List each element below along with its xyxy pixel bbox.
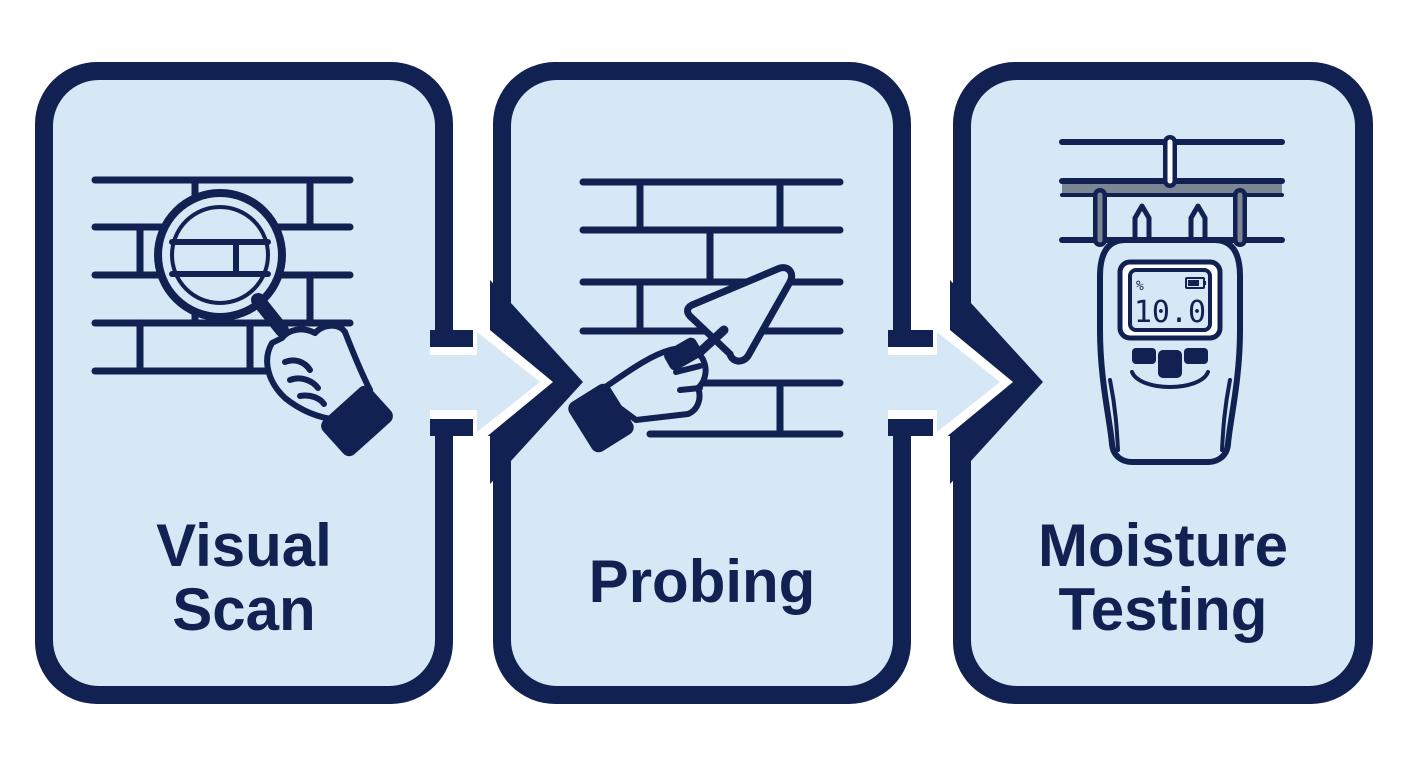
meter-unit-symbol: % <box>1136 279 1144 294</box>
moisture-meter-icon <box>1059 135 1285 465</box>
trowel-on-brick-wall-icon <box>568 178 844 453</box>
step-label-line: Scan <box>172 576 316 643</box>
trowel-icon <box>684 264 796 365</box>
arrow-right-icon <box>888 280 1043 484</box>
hand-icon <box>264 322 393 457</box>
step-label-probing: Probing <box>511 550 893 614</box>
meter-screen <box>1117 259 1223 341</box>
hand-icon <box>568 337 709 453</box>
magnifying-glass-icon <box>154 189 289 337</box>
meter-buttons <box>1132 348 1208 378</box>
magnifying-glass-on-brick-wall-icon <box>91 176 393 457</box>
step-label-line: Probing <box>588 548 816 615</box>
step-label-line: Testing <box>1058 576 1268 643</box>
meter-reading: 10.0 <box>1134 295 1206 330</box>
step-label-line: Moisture <box>1037 512 1289 579</box>
arrow-right-icon <box>430 280 583 484</box>
step-label-line: Visual <box>156 512 332 579</box>
panel-visual-scan <box>35 62 453 704</box>
step-label-visual-scan: Visual Scan <box>53 514 435 642</box>
brick-wall-icon <box>579 178 844 438</box>
brick-wall-icon <box>1059 135 1285 247</box>
step-label-moisture-testing: Moisture Testing <box>971 514 1355 642</box>
